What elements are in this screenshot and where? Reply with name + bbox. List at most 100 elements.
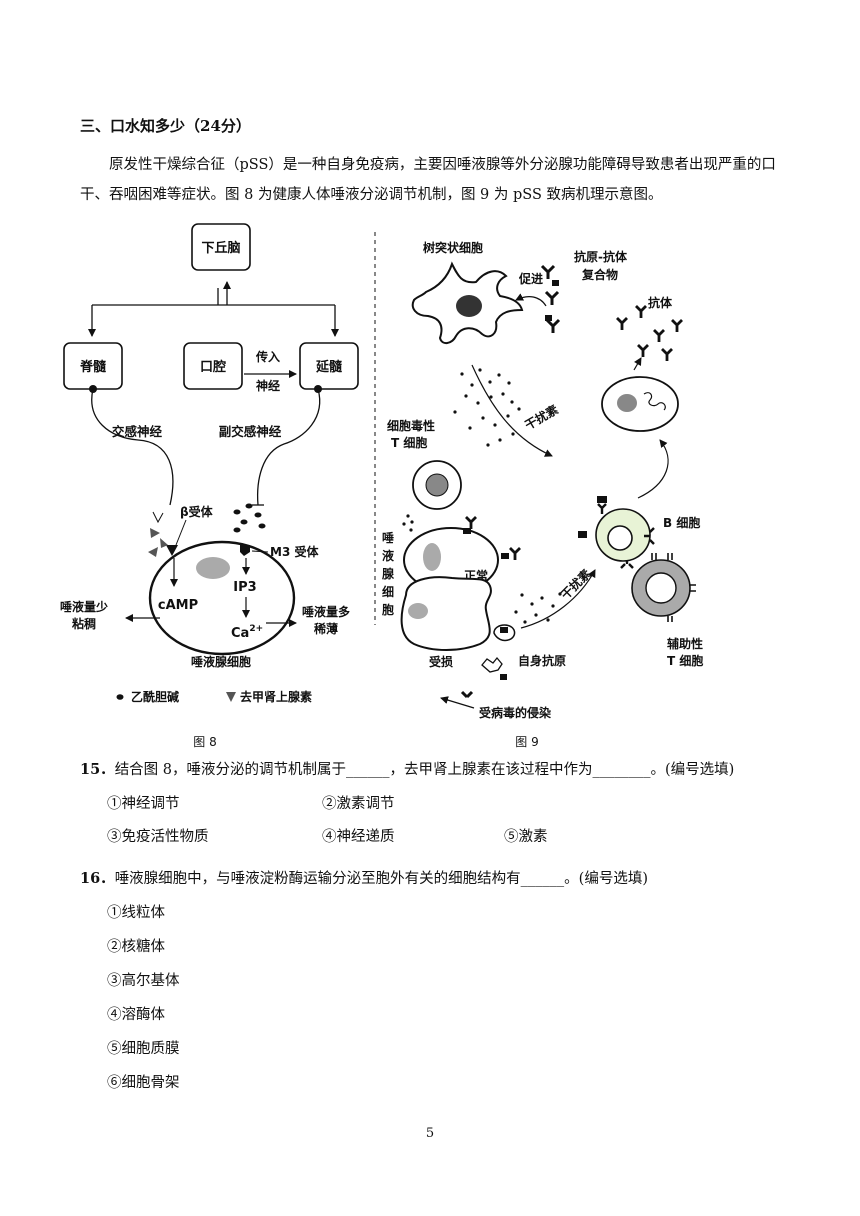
immune-complex-icons xyxy=(540,264,561,333)
q15-option-2: ②激素调节 xyxy=(322,796,395,812)
dendritic-nucleus xyxy=(456,295,482,317)
ne-release-mark xyxy=(152,511,164,524)
figure-9: 树突状细胞 促进 抗原-抗体 复合物 抗体 xyxy=(382,240,703,749)
virus-icon xyxy=(460,690,474,699)
salivary-cell-label: 唾液腺细胞 xyxy=(191,654,251,669)
legend-ach-icon xyxy=(116,694,124,700)
cell-surface-receptors xyxy=(465,516,521,560)
salivary-char: 胞 xyxy=(382,602,394,617)
q16-option-6: ⑥细胞骨架 xyxy=(107,1075,180,1091)
free-antigen xyxy=(578,531,587,538)
oral-cavity-label: 口腔 xyxy=(200,359,226,375)
q16-option-3: ③高尔基体 xyxy=(107,973,180,989)
q15-option-3: ③免疫活性物质 xyxy=(107,829,209,845)
ip3-label: IP3 xyxy=(233,580,256,595)
more-saliva-label-2: 稀薄 xyxy=(314,621,338,636)
antibody-icons xyxy=(616,305,683,361)
q15-option-5: ⑤激素 xyxy=(504,829,548,845)
helper-t-receptors xyxy=(651,553,696,622)
autoantigen-label: 自身抗原 xyxy=(518,653,566,668)
m3-receptor-label: M3 受体 xyxy=(270,544,319,559)
interferon-arrow-1 xyxy=(471,364,553,457)
salivary-cell xyxy=(148,540,296,656)
b-cell-label: B 细胞 xyxy=(663,515,700,530)
autoantigen-marker xyxy=(500,627,508,633)
b-cell-nucleus xyxy=(607,525,633,551)
section-title: 三、口水知多少（24分） xyxy=(80,117,251,135)
ne-triangle-icon xyxy=(160,538,168,548)
legend-ne-label: 去甲肾上腺素 xyxy=(240,689,312,704)
salivary-char: 唾 xyxy=(382,530,394,545)
beta-receptor-icon xyxy=(166,545,178,556)
b-cell-bound-antigen xyxy=(597,496,607,503)
normal-cell-nucleus xyxy=(423,543,441,571)
cell-nucleus xyxy=(196,557,230,579)
complex-label-1: 抗原-抗体 xyxy=(574,249,628,264)
parasympathetic-label: 副交感神经 xyxy=(219,424,282,439)
question-15: 15．结合图 8，唾液分泌的调节机制属于______，去甲肾上腺素在该过程中作为… xyxy=(80,758,734,779)
damaged-salivary-cell xyxy=(400,576,492,651)
m3-pointer xyxy=(251,550,269,553)
q16-option-4: ④溶酶体 xyxy=(107,1007,165,1023)
question-16-number: 16． xyxy=(80,870,115,887)
parasympathetic-nerve xyxy=(256,388,321,506)
interferon-arrow-2 xyxy=(520,569,596,629)
legend-ach-label: 乙酰胆碱 xyxy=(131,689,179,704)
sympathetic-nerve xyxy=(91,388,174,506)
more-saliva-label-1: 唾液量多 xyxy=(302,604,350,619)
camp-label: cAMP xyxy=(158,598,198,613)
complex-label-2: 复合物 xyxy=(581,267,618,282)
interferon-label-1: 干扰素 xyxy=(522,402,561,433)
hypothalamus-box xyxy=(191,223,251,271)
helper-t-label-2: T 细胞 xyxy=(667,653,703,668)
helper-t-nucleus xyxy=(645,572,677,604)
afferent-label-1: 传入 xyxy=(255,349,280,364)
salivary-char: 液 xyxy=(382,548,394,563)
damaged-cell-nucleus xyxy=(408,603,428,619)
plasma-nucleus xyxy=(617,394,637,412)
question-16: 16．唾液腺细胞中，与唾液淀粉酶运输分泌至胞外有关的细胞结构有______。(编… xyxy=(80,867,648,888)
plasma-er xyxy=(643,392,666,411)
salivary-char: 细 xyxy=(382,584,394,599)
figure-8: 下丘脑 脊髓 口腔 延髓 传入 神经 交感神经 副交感神经 xyxy=(60,223,359,749)
figure-9-caption: 图 9 xyxy=(515,735,538,749)
oral-cavity-box xyxy=(183,342,243,390)
plasma-cell xyxy=(601,376,679,432)
spinal-cord-label: 脊髓 xyxy=(79,359,107,375)
ach-dots xyxy=(233,503,266,533)
virus-arrow xyxy=(440,696,475,709)
interferon-dots-1 xyxy=(453,368,521,447)
dendritic-label: 树突状细胞 xyxy=(423,240,483,255)
q15-option-1: ①神经调节 xyxy=(107,796,180,812)
salivary-vertical-label: 唾 液 腺 细 胞 xyxy=(382,530,395,617)
medulla-box xyxy=(299,342,359,390)
question-15-text: 结合图 8，唾液分泌的调节机制属于______，去甲肾上腺素在该过程中作为___… xyxy=(114,762,735,778)
autoantigen-fragment xyxy=(481,656,503,673)
ca-superscript: 2+ xyxy=(249,624,263,634)
legend-ne-icon xyxy=(226,692,236,702)
b-to-plasma-arrow xyxy=(637,439,669,499)
question-16-text: 唾液腺细胞中，与唾液淀粉酶运输分泌至胞外有关的细胞结构有______。(编号选填… xyxy=(114,871,648,887)
antibody-label: 抗体 xyxy=(648,295,673,310)
virus-label: 受病毒的侵染 xyxy=(479,705,552,720)
promote-arrow xyxy=(515,293,547,307)
salivary-char: 腺 xyxy=(382,566,395,581)
figures-svg: 下丘脑 脊髓 口腔 延髓 传入 神经 交感神经 副交感神经 xyxy=(60,223,703,749)
less-saliva-label-2: 粘稠 xyxy=(72,616,96,631)
ne-triangle-icon xyxy=(148,547,158,557)
intro-paragraph: 原发性干燥综合征（pSS）是一种自身免疫病，主要因唾液腺等外分泌腺功能障碍导致患… xyxy=(80,157,776,203)
medulla-label: 延髓 xyxy=(315,359,343,375)
afferent-label-2: 神经 xyxy=(256,378,280,393)
less-saliva-label-1: 唾液量少 xyxy=(60,599,108,614)
ctl-release-dots xyxy=(402,514,414,532)
antigen-marker xyxy=(463,528,471,534)
q16-option-2: ②核糖体 xyxy=(107,939,165,955)
q16-option-5: ⑤细胞质膜 xyxy=(107,1041,180,1057)
ctl-nucleus xyxy=(425,473,449,497)
beta-pointer xyxy=(175,519,187,546)
promote-label: 促进 xyxy=(518,271,543,286)
q15-option-4: ④神经递质 xyxy=(322,829,395,845)
sympathetic-label: 交感神经 xyxy=(112,424,163,439)
page-number: 5 xyxy=(425,1126,435,1141)
